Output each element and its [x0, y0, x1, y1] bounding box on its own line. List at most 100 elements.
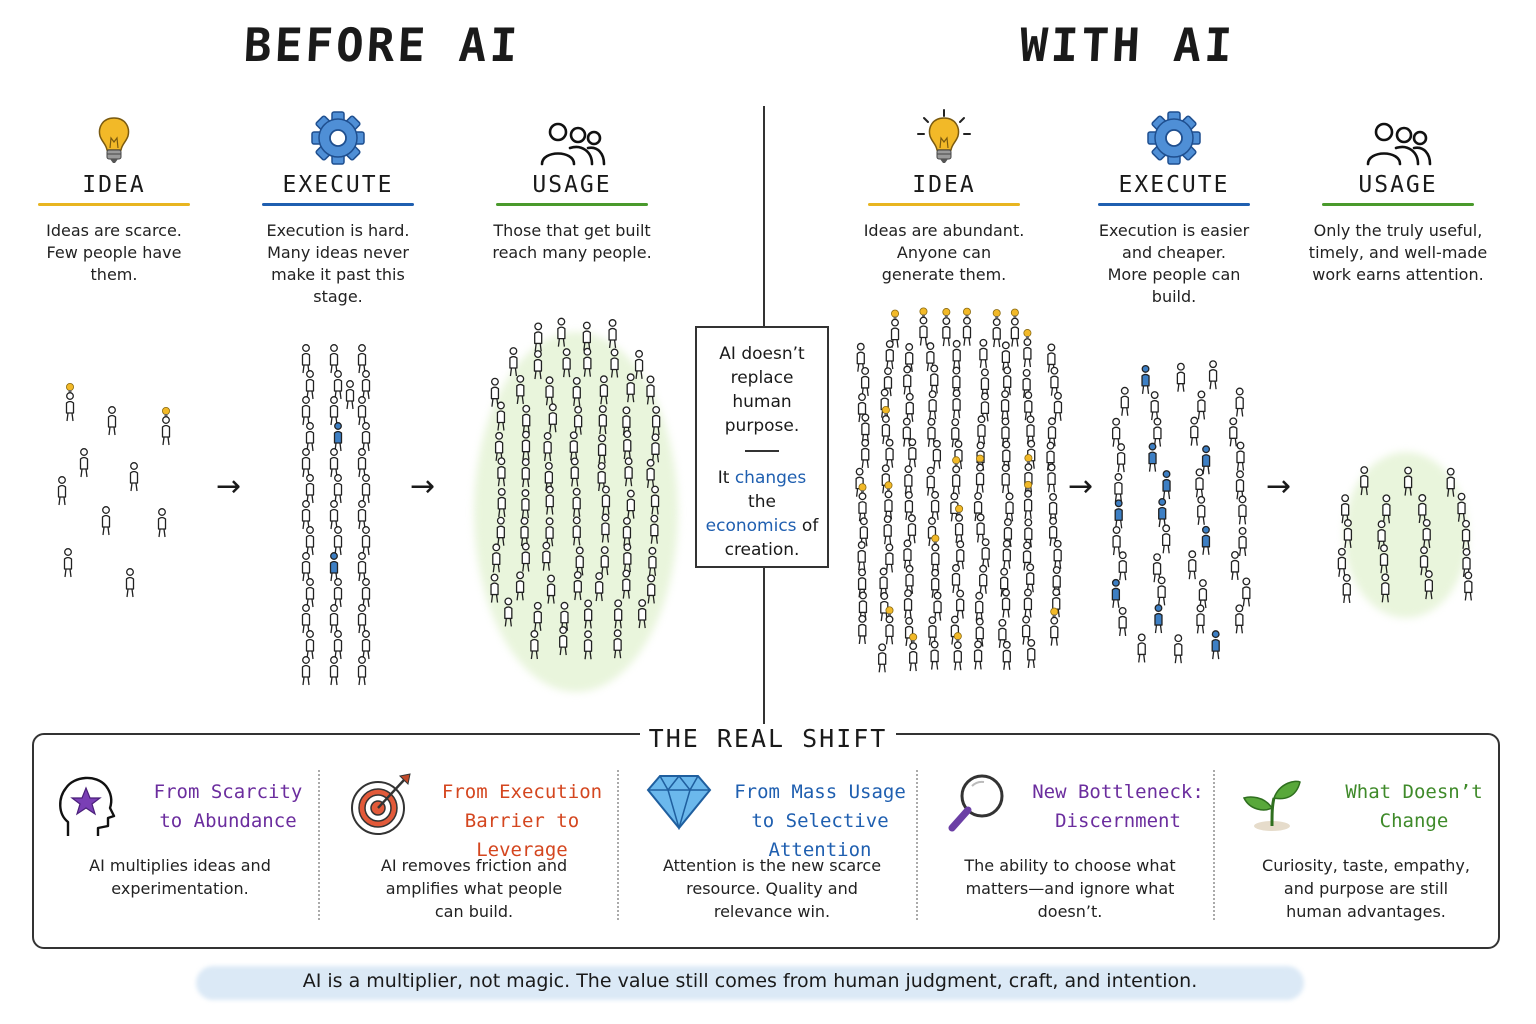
- person-figure: [962, 307, 972, 346]
- person-figure: [638, 599, 647, 629]
- person-figure: [583, 630, 593, 660]
- people-icon: [1298, 102, 1498, 168]
- person-figure: [1158, 498, 1167, 528]
- person-figure: [975, 454, 985, 493]
- with-execute-label: EXECUTE: [1118, 172, 1230, 198]
- person-figure: [557, 317, 566, 347]
- person-figure: [1196, 604, 1205, 634]
- person-figure: [598, 405, 607, 435]
- person-figure: [601, 513, 610, 543]
- person-figure: [1235, 470, 1245, 500]
- person-figure: [546, 574, 556, 604]
- person-figure: [333, 526, 343, 556]
- person-figure: [1197, 495, 1206, 525]
- before-usage-label: USAGE: [532, 172, 612, 198]
- person-figure: [952, 389, 961, 419]
- person-figure: [570, 457, 579, 487]
- person-figure: [1001, 464, 1010, 494]
- person-figure: [533, 601, 542, 631]
- person-figure: [1242, 577, 1251, 607]
- person-figure: [329, 656, 339, 686]
- person-figure: [572, 516, 581, 546]
- person-figure: [861, 413, 870, 443]
- person-figure: [129, 462, 139, 492]
- person-figure: [890, 309, 900, 348]
- with-usage-underline: [1322, 203, 1474, 206]
- person-figure: [1026, 563, 1035, 593]
- person-figure: [333, 370, 343, 400]
- person-figure: [559, 626, 568, 656]
- arrow-with-1: →: [1068, 469, 1094, 504]
- person-figure: [530, 630, 539, 660]
- person-figure: [305, 578, 315, 608]
- person-figure: [1381, 573, 1390, 603]
- shift-item-description: The ability to choose what matters—and i…: [964, 856, 1176, 921]
- person-figure: [622, 406, 631, 436]
- person-figure: [516, 374, 525, 404]
- person-figure: [980, 392, 990, 422]
- person-figure: [883, 515, 892, 545]
- with-execute-underline: [1098, 203, 1250, 206]
- person-figure: [357, 448, 367, 478]
- person-figure: [490, 573, 499, 603]
- person-figure: [521, 430, 531, 460]
- shift-divider-1: [318, 770, 320, 920]
- person-figure: [975, 591, 984, 621]
- person-figure: [1047, 343, 1056, 373]
- shift-divider-4: [1213, 770, 1215, 920]
- person-figure: [976, 513, 985, 543]
- person-figure: [1154, 604, 1163, 634]
- person-figure: [1150, 391, 1159, 421]
- person-figure: [1050, 366, 1059, 396]
- before-execute-label: EXECUTE: [282, 172, 394, 198]
- person-figure: [650, 485, 660, 515]
- person-figure: [903, 539, 912, 569]
- person-figure: [1162, 470, 1171, 500]
- person-figure: [956, 589, 965, 619]
- person-figure: [601, 485, 611, 515]
- person-figure: [1050, 607, 1059, 646]
- person-figure: [1403, 466, 1413, 496]
- person-figure: [1023, 480, 1033, 519]
- person-figure: [1195, 468, 1204, 498]
- person-figure: [534, 322, 543, 352]
- arrow-before-2: →: [410, 469, 436, 504]
- diamond-icon: [646, 770, 712, 842]
- person-figure: [361, 578, 371, 608]
- person-figure: [998, 618, 1007, 648]
- person-figure: [301, 344, 311, 374]
- person-figure: [1120, 386, 1129, 416]
- person-figure: [885, 543, 894, 573]
- person-figure: [608, 319, 617, 349]
- divider-bottom: [763, 568, 765, 728]
- person-figure: [903, 589, 913, 619]
- person-figure: [301, 604, 311, 634]
- person-figure: [1052, 566, 1061, 596]
- person-figure: [1176, 362, 1186, 392]
- person-figure: [573, 571, 582, 601]
- before-idea-underline: [38, 203, 190, 206]
- person-figure: [600, 546, 609, 576]
- with-idea-underline: [868, 203, 1020, 206]
- target-icon: [348, 770, 412, 842]
- person-figure: [1002, 640, 1011, 670]
- person-figure: [522, 404, 531, 434]
- person-figure: [329, 604, 339, 634]
- person-figure: [952, 366, 961, 396]
- person-figure: [650, 514, 659, 544]
- person-figure: [333, 422, 343, 452]
- person-figure: [494, 431, 504, 461]
- person-figure: [1418, 494, 1427, 524]
- person-figure: [545, 485, 554, 515]
- person-figure: [515, 571, 525, 601]
- before-usage-column: USAGE Those that get built reach many pe…: [472, 102, 672, 264]
- shift-item-title: From Scarcity to Abundance: [153, 781, 303, 832]
- real-shift-title: THE REAL SHIFT: [640, 724, 896, 753]
- center-message-line1: AI doesn’t replace human purpose.: [719, 344, 805, 436]
- person-figure: [953, 632, 962, 671]
- person-figure: [1053, 539, 1062, 569]
- person-figure: [907, 514, 917, 544]
- person-figure: [624, 457, 633, 487]
- before-idea-label: IDEA: [82, 172, 146, 198]
- shift-item-description: AI removes friction and amplifies what p…: [380, 856, 568, 921]
